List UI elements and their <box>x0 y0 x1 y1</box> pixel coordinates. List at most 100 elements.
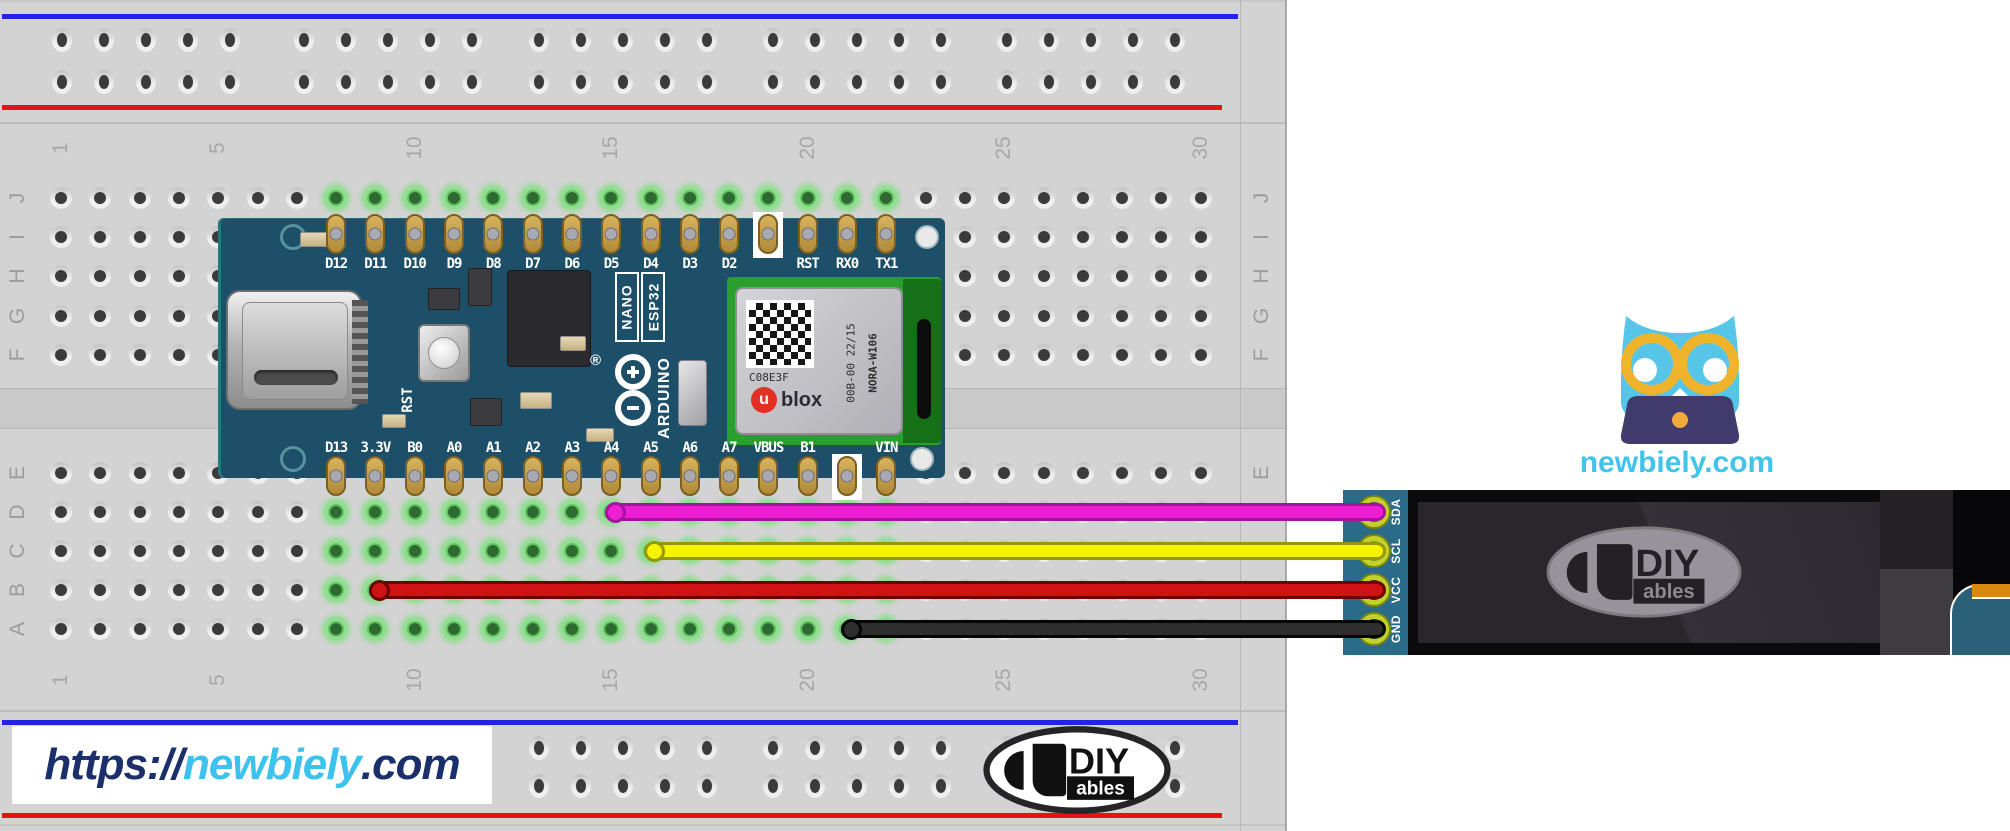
breadboard-hole <box>246 618 269 640</box>
column-number: 20 <box>795 136 819 160</box>
column-number: 5 <box>206 142 230 154</box>
arduino-pin <box>601 456 622 496</box>
breadboard-hole <box>246 501 269 523</box>
mounting-hole <box>910 447 934 471</box>
pin-label-d5: D5 <box>603 256 620 272</box>
rail-hole <box>420 28 440 52</box>
breadboard-hole <box>89 343 112 366</box>
breadboard-hole <box>89 540 112 562</box>
breadboard-hole <box>285 187 308 209</box>
wire-vcc <box>375 581 1386 599</box>
breadboard-hole <box>993 226 1016 249</box>
rail-hole <box>1039 70 1059 94</box>
rail-hole <box>1165 70 1185 94</box>
rail-hole <box>1165 28 1185 52</box>
breadboard-hole <box>50 501 72 523</box>
breadboard-hole <box>246 579 269 601</box>
pin-label-a4: A4 <box>603 440 620 456</box>
module-batch-text: 00B-00 22/15 <box>844 323 858 403</box>
rail-hole <box>931 736 951 760</box>
display-pin-label-sda: SDA <box>1389 498 1403 526</box>
flex-connector-contact <box>1972 584 2010 599</box>
usb-c-shell <box>242 302 348 400</box>
breadboard-hole <box>993 187 1016 209</box>
breadboard-hole <box>1111 226 1134 249</box>
rail-hole <box>763 736 783 760</box>
smd-component <box>560 336 586 351</box>
nano-label-box: NANO <box>615 272 639 342</box>
breadboard-hole-highlighted <box>600 540 623 562</box>
rail-hole <box>931 28 951 52</box>
arduino-pin <box>326 214 347 254</box>
breadboard-hole <box>993 343 1016 366</box>
arduino-pin <box>719 456 740 496</box>
breadboard-hole-highlighted <box>403 501 426 523</box>
smd-component <box>586 428 614 442</box>
rail-hole <box>1123 28 1143 52</box>
pin-label-rx0: RX0 <box>835 256 859 272</box>
breadboard-hole <box>1189 187 1212 209</box>
breadboard-hole <box>1189 226 1212 249</box>
breadboard-hole <box>1189 265 1212 288</box>
pin-label-d12: D12 <box>324 256 348 272</box>
breadboard-hole-highlighted <box>757 618 780 640</box>
mounting-hole <box>915 225 939 249</box>
arduino-pin <box>679 456 700 496</box>
row-letter: B <box>6 582 29 598</box>
smd-component <box>382 414 406 428</box>
rail-hole <box>220 28 240 52</box>
rail-hole <box>889 774 909 798</box>
breadboard-hole <box>285 579 308 601</box>
pin-label-d7: D7 <box>525 256 541 272</box>
breadboard-hole <box>1111 462 1134 484</box>
column-number: 10 <box>402 668 426 692</box>
pin-label-d3: D3 <box>682 256 698 272</box>
diyables-badge: DIY ables <box>983 726 1171 814</box>
breadboard-hole-highlighted <box>482 501 505 523</box>
breadboard-hole-highlighted <box>521 501 544 523</box>
breadboard-hole <box>128 501 151 523</box>
rail-hole <box>847 70 867 94</box>
rail-hole <box>697 774 717 798</box>
breadboard-hole <box>167 579 190 601</box>
breadboard-hole <box>1071 462 1094 484</box>
rail-hole <box>571 774 591 798</box>
breadboard-hole <box>50 304 72 327</box>
rail-hole <box>763 774 783 798</box>
rail-hole <box>136 28 156 52</box>
column-number: 15 <box>599 668 623 692</box>
breadboard-hole-highlighted <box>718 187 741 209</box>
breadboard-hole <box>1071 304 1094 327</box>
arduino-pin <box>758 456 779 496</box>
rail-hole <box>931 774 951 798</box>
breadboard-hole <box>89 618 112 640</box>
pin-label-3.3v: 3.3V <box>360 440 392 456</box>
wire-end-vcc <box>369 580 390 601</box>
rail-hole <box>571 70 591 94</box>
reset-button <box>418 324 470 382</box>
column-number: 30 <box>1188 668 1212 692</box>
column-number: 10 <box>402 136 426 160</box>
breadboard-hole <box>167 226 190 249</box>
column-number: 5 <box>206 674 230 686</box>
row-letter: J <box>6 192 29 204</box>
breadboard-hole <box>89 226 112 249</box>
breadboard-edge-line <box>0 0 1285 2</box>
breadboard-hole <box>50 579 72 601</box>
row-letter: H <box>6 268 29 284</box>
breadboard-hole <box>1189 343 1212 366</box>
rail-hole <box>571 28 591 52</box>
breadboard-hole <box>1150 343 1173 366</box>
pin-label-a5: A5 <box>643 440 659 456</box>
column-number: 1 <box>49 142 72 154</box>
breadboard-hole <box>1150 265 1173 288</box>
arduino-infinity-logo-icon <box>615 354 651 426</box>
breadboard-hole-highlighted <box>325 618 348 640</box>
url-site: newbiely <box>183 740 362 789</box>
breadboard-hole <box>50 265 72 288</box>
arduino-pin <box>719 214 740 254</box>
breadboard-hole <box>50 187 72 209</box>
arduino-pin-gnd <box>837 456 857 496</box>
power-rail-red-line <box>2 105 1222 110</box>
display-frame-column <box>1880 490 1953 655</box>
